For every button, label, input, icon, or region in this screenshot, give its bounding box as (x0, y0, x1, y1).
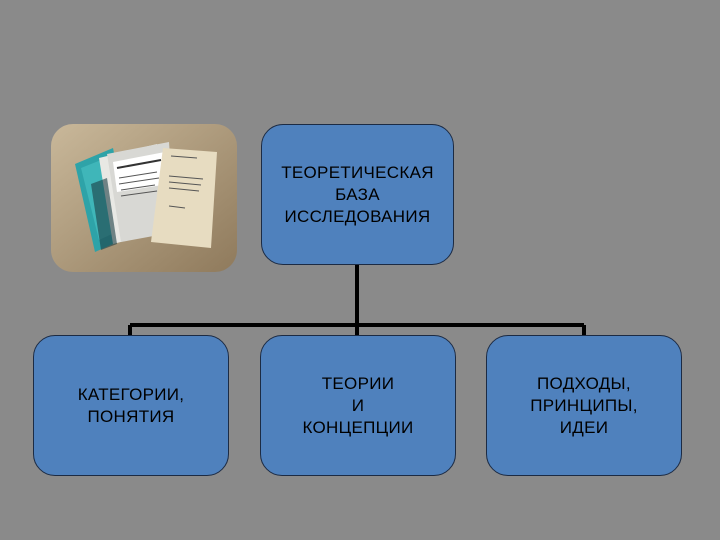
child-node-label: КАТЕГОРИИ, ПОНЯТИЯ (77, 384, 185, 426)
child-node-approaches: ПОДХОДЫ, ПРИНЦИПЫ, ИДЕИ (486, 335, 682, 476)
child-node-theories: ТЕОРИИ И КОНЦЕПЦИИ (260, 335, 456, 476)
root-node-label: ТЕОРЕТИЧЕСКАЯ БАЗА ИССЛЕДОВАНИЯ (281, 162, 434, 226)
books-image (51, 124, 237, 272)
child-node-label: ПОДХОДЫ, ПРИНЦИПЫ, ИДЕИ (530, 373, 638, 437)
child-node-categories: КАТЕГОРИИ, ПОНЯТИЯ (33, 335, 229, 476)
child-node-label: ТЕОРИИ И КОНЦЕПЦИИ (302, 373, 414, 437)
books-photo (51, 124, 237, 272)
root-node: ТЕОРЕТИЧЕСКАЯ БАЗА ИССЛЕДОВАНИЯ (261, 124, 454, 265)
